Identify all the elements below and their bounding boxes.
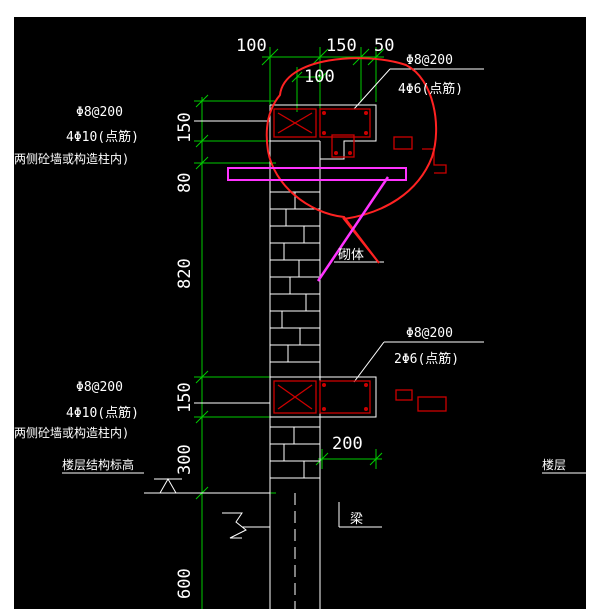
- dim-left-150-top: 150: [175, 112, 195, 143]
- dim-left-300: 300: [175, 444, 195, 475]
- rebar: [273, 108, 447, 414]
- label-left-bars-2: 4Φ10(点筋): [66, 405, 139, 421]
- cad-drawing: 100 150 50 100 150 80 820 150 300 600 20…: [14, 36, 586, 609]
- masonry-wall: [144, 68, 484, 609]
- dim-top-150: 150: [326, 36, 357, 56]
- dim-left-150-mid: 150: [175, 382, 195, 413]
- label-top-bars: 4Φ6(点筋): [398, 81, 463, 97]
- label-beam: 梁: [350, 512, 363, 527]
- red-circle-markup: [265, 57, 438, 264]
- label-left-stirrup-2: Φ8@200: [76, 380, 123, 395]
- dim-left-600: 600: [175, 568, 195, 599]
- label-mid-stirrup: Φ8@200: [406, 326, 453, 341]
- label-left-note-2: 两侧砼墙或构造柱内): [14, 425, 129, 440]
- label-left-note-1: 两侧砼墙或构造柱内): [14, 151, 129, 166]
- label-mid-bars: 2Φ6(点筋): [394, 351, 459, 367]
- magenta-line-markup: [316, 176, 390, 282]
- dim-left-820: 820: [175, 258, 195, 289]
- label-left-stirrup-1: Φ8@200: [76, 105, 123, 120]
- dim-inner-100: 100: [304, 67, 335, 87]
- label-floor-level: 楼层结构标高: [62, 457, 134, 472]
- dim-top-50: 50: [374, 36, 394, 56]
- rebar-dots: [322, 111, 368, 411]
- cad-drawing-canvas: 100 150 50 100 150 80 820 150 300 600 20…: [14, 17, 586, 609]
- label-masonry: 砌体: [338, 248, 364, 263]
- dim-right-200: 200: [332, 434, 363, 454]
- dim-left-80: 80: [175, 173, 195, 193]
- dimension-lines: [194, 47, 385, 609]
- dim-top-100: 100: [236, 36, 267, 56]
- magenta-rect-markup: [227, 167, 407, 181]
- label-top-stirrup: Φ8@200: [406, 53, 453, 68]
- label-floor-level-cut: 楼层: [542, 457, 566, 472]
- label-left-bars-1: 4Φ10(点筋): [66, 129, 139, 145]
